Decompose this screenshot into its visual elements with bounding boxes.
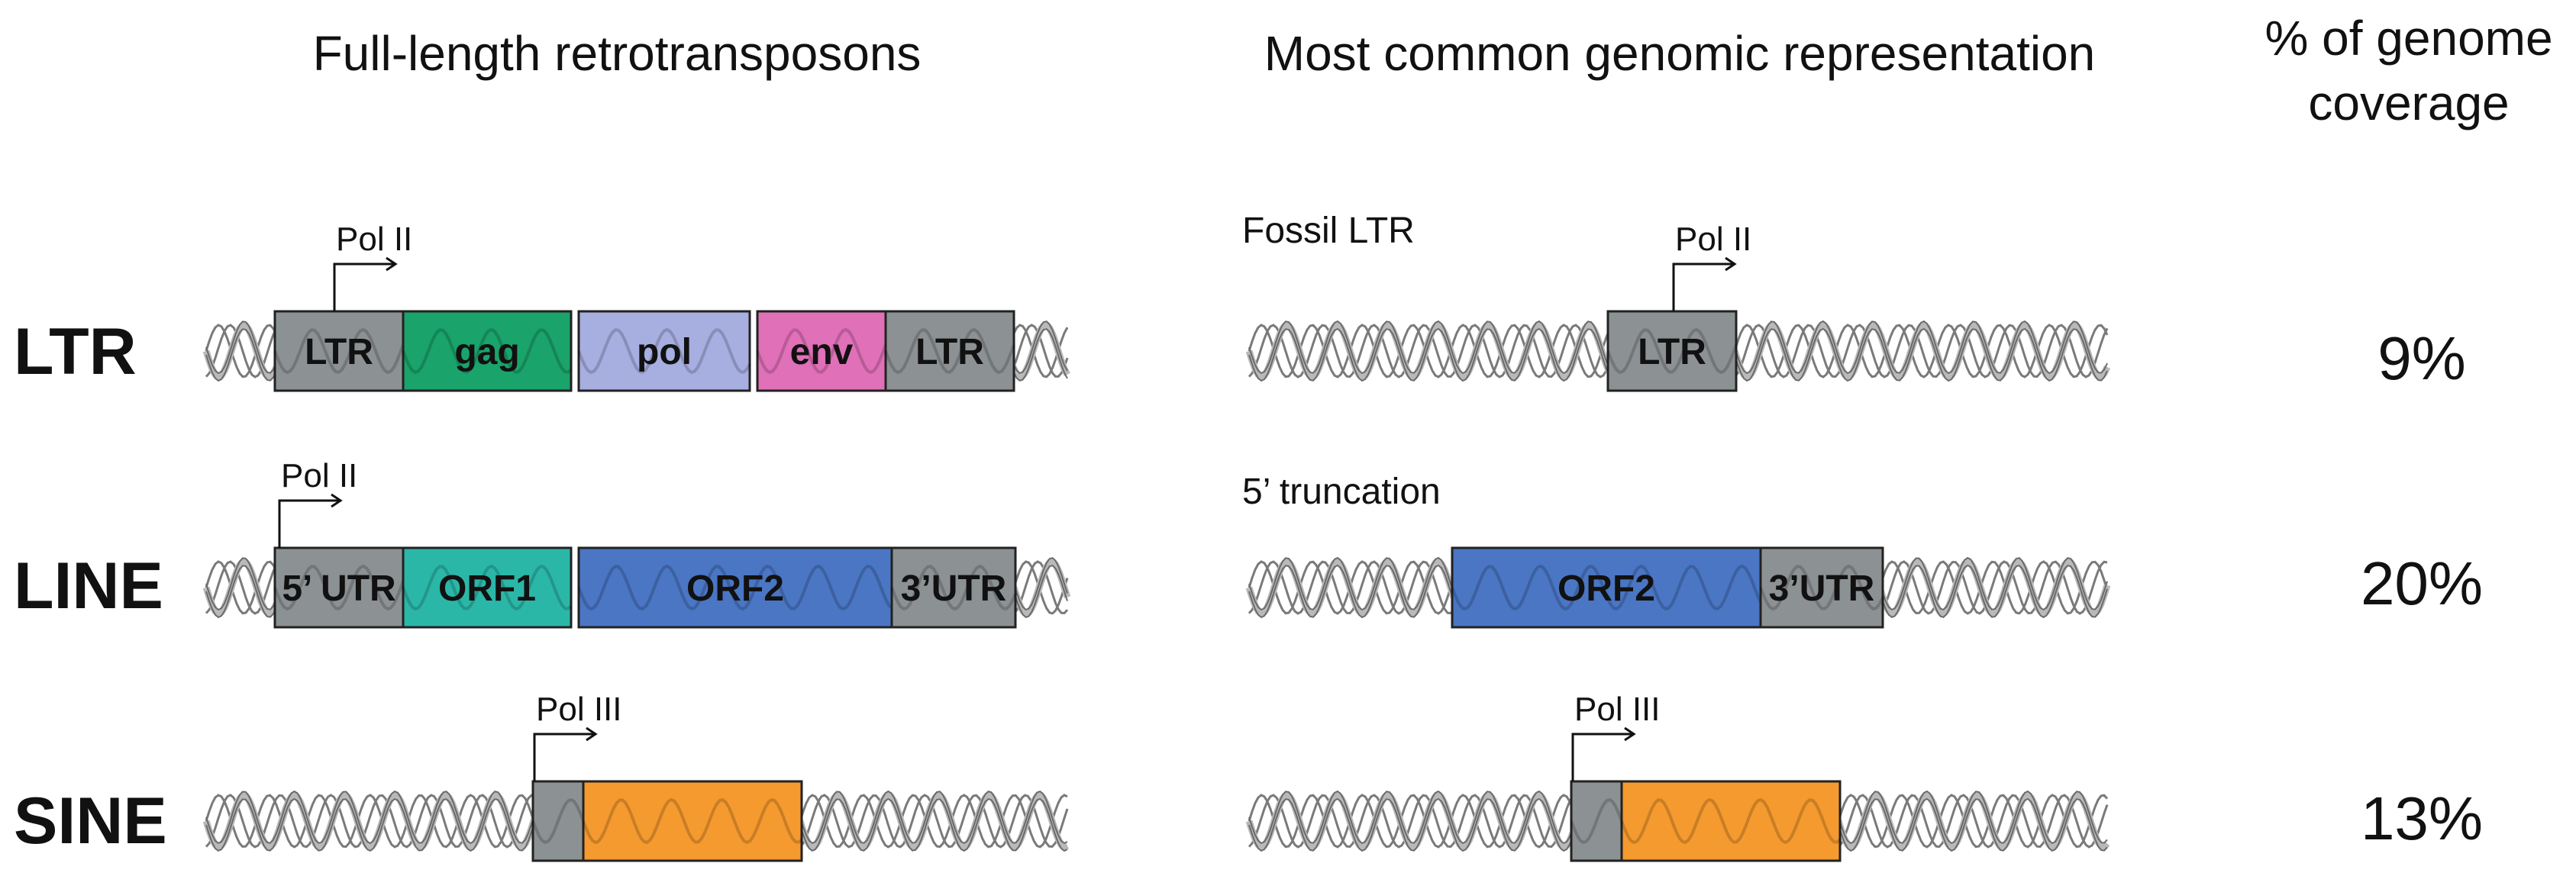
header-coverage-line1: % of genome <box>2264 11 2552 66</box>
ltr-full-segment-label-3: env <box>790 332 854 372</box>
dna-ltr-full-right <box>1004 320 1070 382</box>
ltr-full-segment-1: gag <box>402 310 573 392</box>
dna-line-common-left <box>1245 556 1457 619</box>
sine-full-segment-1 <box>582 780 803 862</box>
ltr-full-segment-3: env <box>756 310 887 392</box>
ltr-full-segment-0: LTR <box>273 310 405 392</box>
dna-sine-common-right <box>1835 790 2110 852</box>
dna-layer <box>202 320 2111 852</box>
header-coverage-line2: coverage <box>2308 76 2509 130</box>
header-common-representation: Most common genomic representation <box>1264 26 2096 81</box>
promoter-ltr-full-label: Pol II <box>336 221 412 258</box>
dna-ltr-full-left <box>202 320 280 382</box>
promoter-ltr-common: Pol II <box>1672 221 1751 311</box>
sine-common-segment-1 <box>1620 780 1842 862</box>
coverage-ltr: 9% <box>2377 324 2466 392</box>
dna-line-full-left <box>202 557 280 619</box>
note-5-truncation: 5’ truncation <box>1242 472 1441 512</box>
line-common-segment-label-1: 3’UTR <box>1769 568 1875 609</box>
dna-sine-full-left <box>202 790 538 852</box>
header-full-length: Full-length retrotransposons <box>313 26 922 81</box>
ltr-full-segment-4: LTR <box>884 310 1015 392</box>
promoter-layer: Pol II Pol II Pol II Pol III Pol III <box>278 221 1751 781</box>
promoter-sine-full-label: Pol III <box>536 691 622 728</box>
ltr-full-segment-2: pol <box>577 310 751 392</box>
line-full-segment-2: ORF2 <box>577 546 893 629</box>
ltr-common-segment-0: LTR <box>1606 310 1738 392</box>
promoter-sine-common-label: Pol III <box>1574 691 1661 728</box>
line-common-segment-label-0: ORF2 <box>1558 568 1655 609</box>
line-common-segment-0: ORF2 <box>1451 546 1762 629</box>
promoter-sine-common: Pol III <box>1571 691 1661 781</box>
line-full-segment-0: 5’ UTR <box>273 546 405 629</box>
line-full-segment-1: ORF1 <box>402 546 573 629</box>
dna-sine-common-left <box>1245 790 1577 852</box>
dna-ltr-common-right <box>1731 320 2111 382</box>
promoter-sine-full: Pol III <box>533 691 622 781</box>
sine-common-segment-0 <box>1570 780 1623 862</box>
line-full-segment-label-1: ORF1 <box>438 568 536 609</box>
ltr-common-segment-label-0: LTR <box>1638 332 1706 372</box>
line-full-segment-3: 3’UTR <box>890 546 1017 629</box>
ltr-full-segment-label-1: gag <box>454 332 519 372</box>
note-fossil-ltr: Fossil LTR <box>1242 211 1415 251</box>
row-label-sine: SINE <box>14 784 167 858</box>
promoter-ltr-full: Pol II <box>333 221 412 311</box>
ltr-full-segment-label-0: LTR <box>305 332 373 372</box>
promoter-line-full-label: Pol II <box>281 457 357 494</box>
dna-line-full-right <box>1010 557 1071 619</box>
line-full-segment-label-0: 5’ UTR <box>282 568 395 609</box>
row-label-ltr: LTR <box>14 315 137 388</box>
coverage-line: 20% <box>2361 549 2483 617</box>
row-label-line: LINE <box>14 549 163 623</box>
coverage-sine: 13% <box>2361 784 2483 852</box>
line-full-segment-label-3: 3’UTR <box>901 568 1007 609</box>
ltr-full-segment-label-4: LTR <box>915 332 984 372</box>
segment-layer: LTR gag pol env LTR LTR 5’ UTR ORF1 ORF2 3’UTR ORF… <box>273 310 1884 862</box>
line-common-segment-1: 3’UTR <box>1759 546 1884 629</box>
dna-ltr-common-left <box>1245 320 1613 382</box>
line-full-segment-label-2: ORF2 <box>686 568 784 609</box>
promoter-line-full: Pol II <box>278 457 357 548</box>
promoter-ltr-common-label: Pol II <box>1675 221 1751 258</box>
sine-full-segment-0 <box>531 780 585 862</box>
dna-sine-full-right <box>796 790 1069 852</box>
dna-line-common-right <box>1876 556 2111 619</box>
ltr-full-segment-label-2: pol <box>637 332 692 372</box>
